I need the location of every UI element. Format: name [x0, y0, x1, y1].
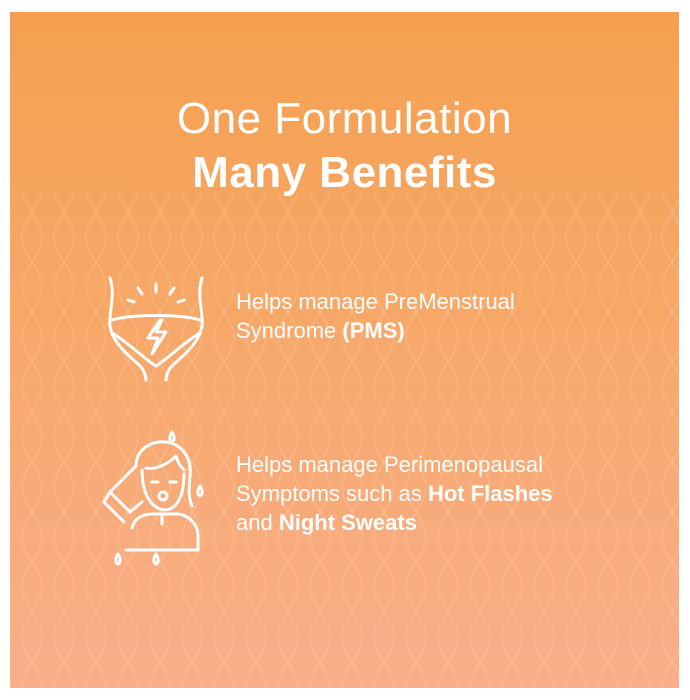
heading-line-1: One Formulation	[176, 94, 513, 143]
benefit-hot-flashes-highlight: Hot Flashes	[427, 481, 553, 506]
benefit-pms: Helps manage PreMenstrual Syndrome (PMS)	[236, 287, 515, 345]
benefit-perimenopause: Helps manage Perimenopausal Symptoms suc…	[236, 450, 553, 537]
benefit-perimenopause-line-2: Symptoms such as Hot Flashes	[236, 479, 553, 508]
benefit-night-sweats-highlight: Night Sweats	[278, 510, 417, 535]
benefits-card: One Formulation Many Benefits Helps mana…	[10, 12, 679, 688]
benefit-perimenopause-line-2-text: Symptoms such as	[236, 481, 428, 506]
sweating-woman-icon	[102, 430, 204, 566]
benefit-pms-line-2-text: Syndrome	[236, 318, 343, 343]
benefit-perimenopause-line-3: and Night Sweats	[236, 508, 553, 537]
benefit-pms-line-1: Helps manage PreMenstrual	[236, 289, 515, 314]
benefit-perimenopause-line-1: Helps manage Perimenopausal	[236, 452, 543, 477]
wave-pattern-background	[10, 191, 679, 688]
benefit-pms-highlight: (PMS)	[342, 318, 405, 343]
benefit-perimenopause-line-3-text: and	[236, 510, 279, 535]
benefit-pms-line-2: Syndrome (PMS)	[236, 316, 515, 345]
heading-line-2: Many Benefits	[192, 148, 497, 197]
abdomen-cramp-icon	[108, 276, 204, 382]
